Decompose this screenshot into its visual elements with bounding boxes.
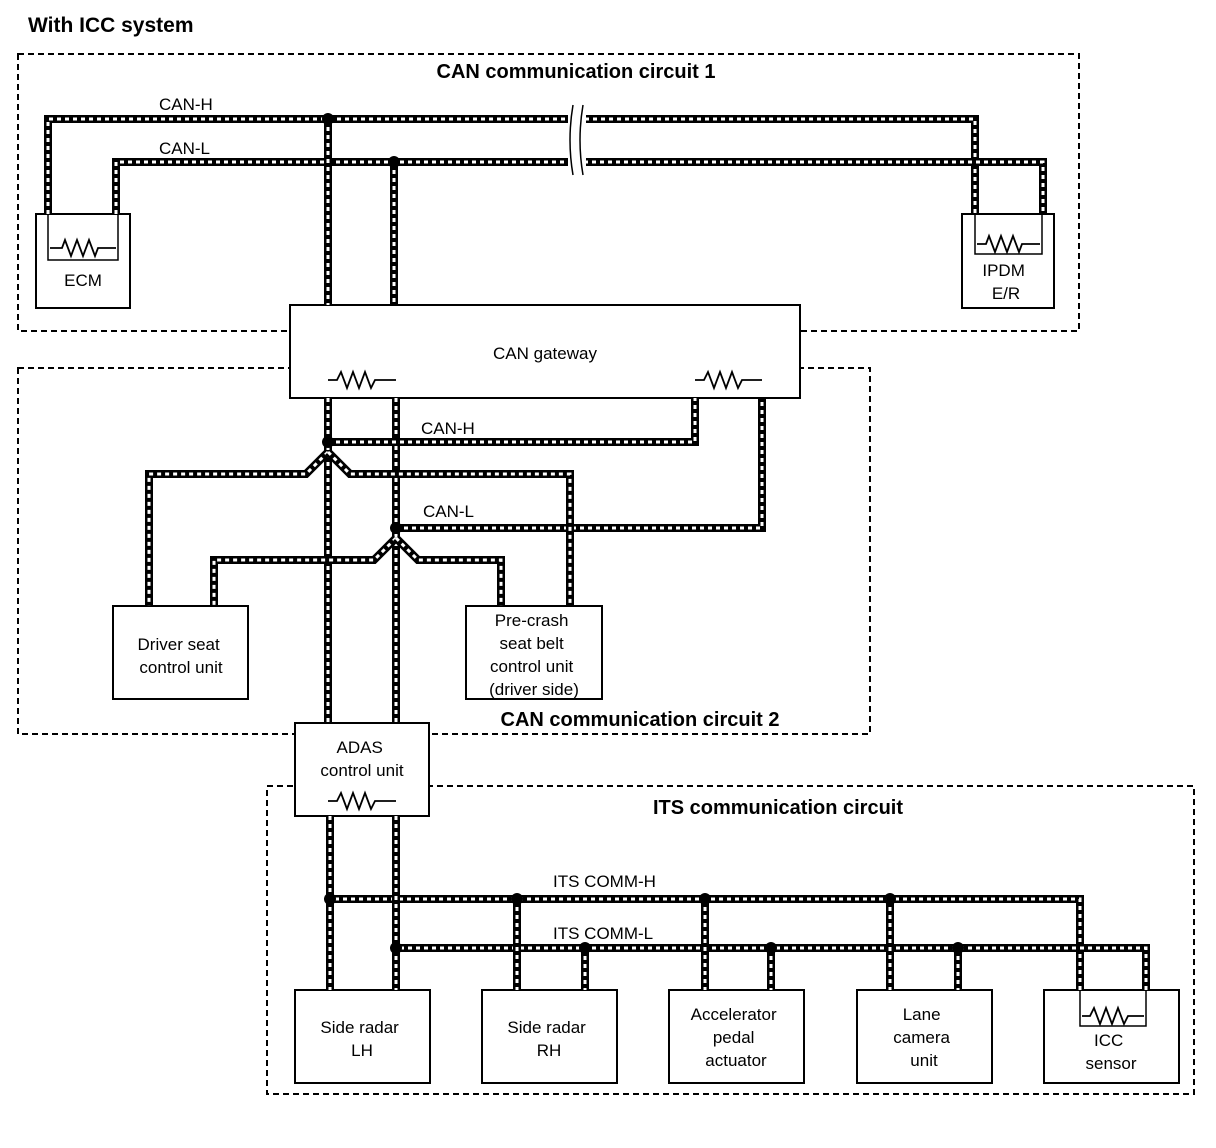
ipdm-label: IPDM E/R [982, 261, 1029, 303]
junction-dot [322, 113, 334, 125]
junction-dot [322, 436, 334, 448]
can2-l-label: CAN-L [423, 502, 474, 521]
can2-h-gateway-loop [328, 398, 699, 446]
pre-crash-seat-belt-unit: Pre-crash seat belt control unit (driver… [465, 605, 603, 700]
side-radar-lh-unit: Side radar LH [294, 989, 431, 1084]
junction-dot [765, 942, 777, 954]
its-circuit-label: ITS communication circuit [653, 797, 903, 819]
can2-h-label: CAN-H [421, 419, 475, 438]
junction-dot [390, 942, 402, 954]
ecm-label: ECM [64, 271, 102, 290]
can1-h-wire-left [44, 115, 979, 214]
can1-h-label: CAN-H [159, 95, 213, 114]
driver-seat-label: Driver seat control unit [138, 635, 225, 677]
lane-camera-unit: Lane camera unit [856, 989, 993, 1084]
can2-h-driver-seat [145, 449, 331, 606]
side-radar-rh-label: Side radar RH [507, 1018, 590, 1060]
accelerator-label: Accelerator pedal actuator [691, 1005, 782, 1070]
its-comm-h-label: ITS COMM-H [553, 872, 656, 891]
can-gateway-label: CAN gateway [493, 344, 597, 363]
ipdm-unit: IPDM E/R [961, 213, 1055, 309]
can-circuit-2-label: CAN communication circuit 2 [501, 709, 780, 731]
driver-seat-control-unit: Driver seat control unit [112, 605, 249, 700]
junction-dot [952, 942, 964, 954]
junction-dot [390, 522, 402, 534]
junction-dots [322, 113, 964, 954]
adas-control-unit: ADAS control unit [294, 722, 430, 817]
can-gateway-unit: CAN gateway [289, 304, 801, 399]
junction-dot [579, 942, 591, 954]
lane-camera-label: Lane camera unit [893, 1005, 954, 1070]
line-break-mark [568, 104, 586, 176]
can-circuit-1-region [17, 53, 1080, 332]
can-circuit-1-label: CAN communication circuit 1 [437, 61, 716, 83]
junction-dot [511, 893, 523, 905]
can2-l-driver-seat [210, 535, 399, 606]
its-comm-l-label: ITS COMM-L [553, 924, 653, 943]
can2-l-gateway-loop [396, 398, 766, 532]
icc-sensor-unit: ICC sensor [1043, 989, 1180, 1084]
can1-l-label: CAN-L [159, 139, 210, 158]
junction-dot [699, 893, 711, 905]
adas-label: ADAS control unit [320, 738, 403, 780]
its-circuit-region [266, 785, 1195, 1095]
junction-dot [884, 893, 896, 905]
ecm-unit: ECM [35, 213, 131, 309]
accelerator-pedal-actuator-unit: Accelerator pedal actuator [668, 989, 805, 1084]
diagram-title: With ICC system [28, 14, 194, 37]
side-radar-rh-unit: Side radar RH [481, 989, 618, 1084]
can2-l-pre-crash [393, 535, 505, 606]
junction-dot [324, 893, 336, 905]
icc-sensor-label: ICC sensor [1085, 1031, 1136, 1073]
pre-crash-label: Pre-crash seat belt control unit (driver… [489, 611, 579, 699]
side-radar-lh-label: Side radar LH [320, 1018, 403, 1060]
can2-h-pre-crash [325, 449, 574, 606]
junction-dot [388, 156, 400, 168]
